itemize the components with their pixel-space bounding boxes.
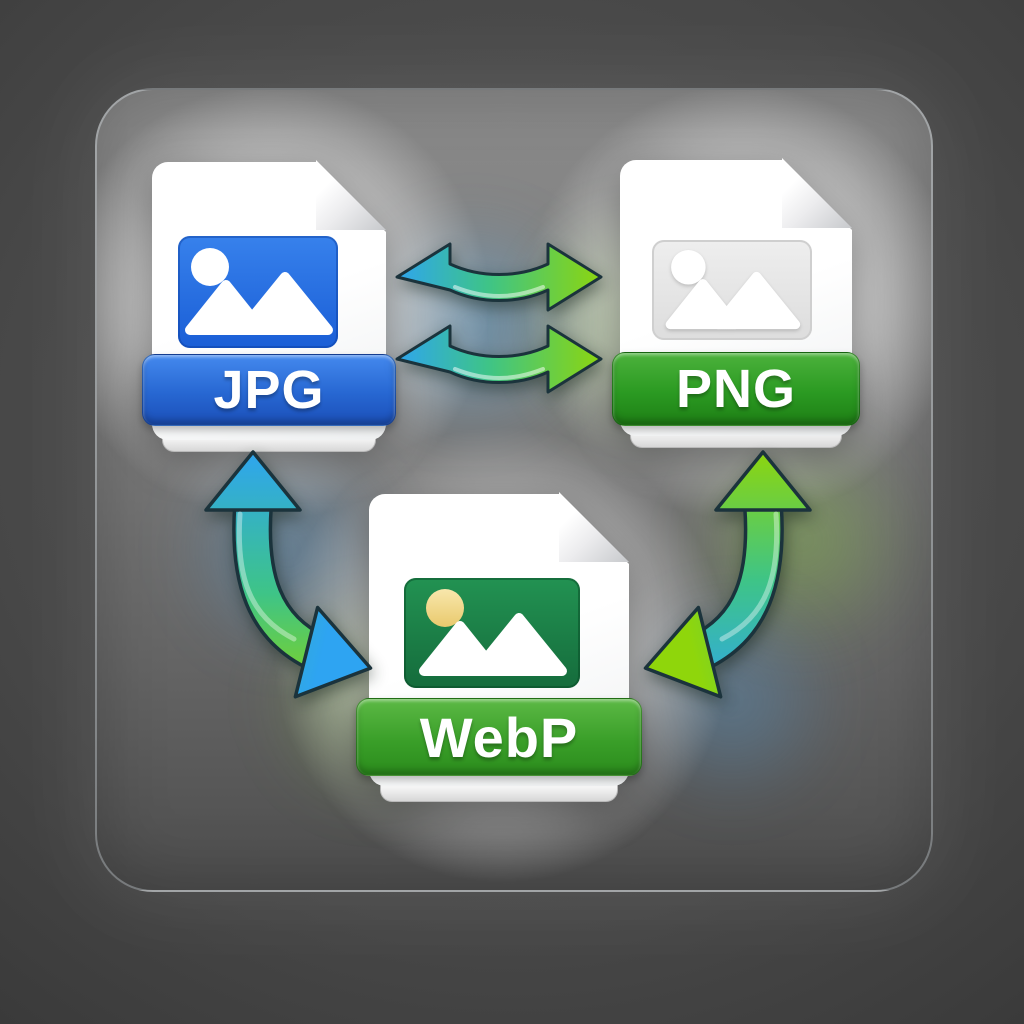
folded-corner xyxy=(559,492,629,562)
format-label: WebP xyxy=(419,705,579,769)
photo-glyph-icon xyxy=(404,578,580,688)
convert-arrow-png-webp xyxy=(640,448,820,713)
sun-icon xyxy=(426,589,464,627)
format-label-band: JPG xyxy=(142,354,396,426)
convert-arrow-jpg-png-upper xyxy=(393,238,605,316)
format-label-band: WebP xyxy=(356,698,642,776)
folded-corner xyxy=(782,158,852,228)
jpg-file-icon: JPG xyxy=(142,160,396,460)
convert-arrow-jpg-webp xyxy=(196,448,376,713)
photo-glyph-icon xyxy=(178,236,338,348)
format-label-band: PNG xyxy=(612,352,860,426)
webp-file-icon: WebP xyxy=(356,492,642,814)
format-label: PNG xyxy=(675,359,797,419)
folded-corner xyxy=(316,160,386,230)
convert-arrow-jpg-png-lower xyxy=(393,320,605,398)
png-file-icon: PNG xyxy=(612,158,860,458)
photo-glyph-icon xyxy=(652,240,812,340)
format-label: JPG xyxy=(213,360,325,420)
